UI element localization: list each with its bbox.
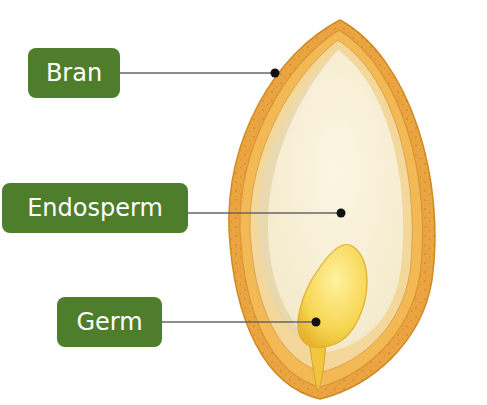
leader-line [188,212,339,213]
leader-dot [312,318,321,327]
bran-texture [229,20,435,399]
part-label-box: Germ [57,297,162,347]
leader-line [120,72,273,73]
part-label: Germ [76,309,142,335]
part-label-box: Endosperm [2,183,188,233]
bran-outer [229,20,435,399]
part-label-box: Bran [28,48,120,98]
part-label: Bran [46,60,102,86]
bran-layer [240,30,423,387]
leader-dot [271,69,280,78]
endosperm-shape [258,50,403,352]
germ-shape [298,244,367,347]
part-label: Endosperm [27,195,163,221]
leader-line [162,321,314,322]
leader-dot [337,209,346,218]
